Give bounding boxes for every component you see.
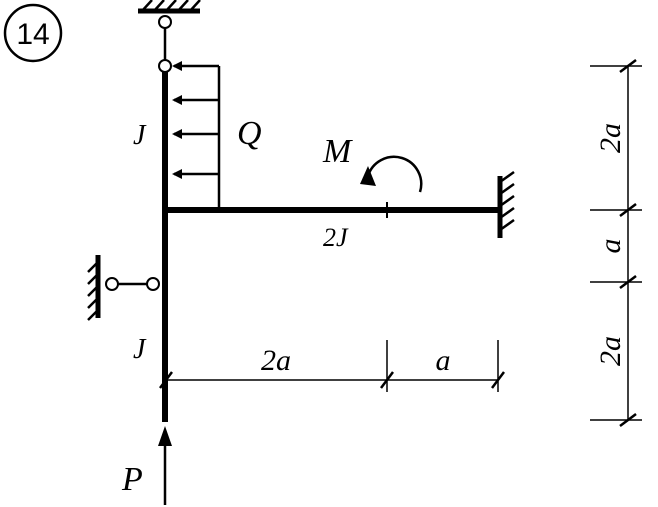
top-link-hinge <box>158 59 172 73</box>
top-support-hinge <box>158 15 172 29</box>
badge-circle <box>3 3 63 63</box>
moment-label: M <box>322 133 353 170</box>
problem-number-badge: 14 <box>3 3 63 63</box>
right-fixed-wall <box>497 170 515 238</box>
vertical-dimension: 2a a 2a <box>590 59 642 427</box>
v-dim-extensions <box>590 65 642 421</box>
applied-force: P <box>121 426 172 505</box>
moment-arrowhead <box>360 166 376 186</box>
right-wall-hatch <box>499 170 515 232</box>
v-dim-label: 2a <box>594 336 627 366</box>
problem-number: 14 <box>16 18 49 51</box>
bottom-stiffness-label: J <box>133 334 147 365</box>
force-arrowhead <box>158 426 172 446</box>
applied-moment: M <box>322 133 423 218</box>
left-ground-hatch <box>87 261 99 321</box>
moment-arc <box>366 155 423 193</box>
force-label: P <box>121 461 143 498</box>
h-dim-label: 2a <box>261 344 291 377</box>
top-hinged-support <box>138 0 201 73</box>
top-ground-hatch <box>141 0 201 12</box>
distributed-load: Q <box>172 61 262 210</box>
left-column-hinge <box>146 277 160 291</box>
horizontal-dimension: 2a a <box>159 340 505 392</box>
v-dim-label: 2a <box>594 123 627 153</box>
top-stiffness-label: J <box>133 120 147 151</box>
load-label: Q <box>237 115 262 152</box>
left-link-support <box>87 255 160 321</box>
h-dim-ticks <box>159 371 505 389</box>
load-arrows <box>172 61 219 179</box>
h-dim-label: a <box>436 344 451 377</box>
left-ground-hinge <box>105 277 119 291</box>
beam-stiffness-label: 2J <box>323 223 349 252</box>
v-dim-ticks <box>619 59 637 427</box>
v-dim-label: a <box>594 239 627 254</box>
